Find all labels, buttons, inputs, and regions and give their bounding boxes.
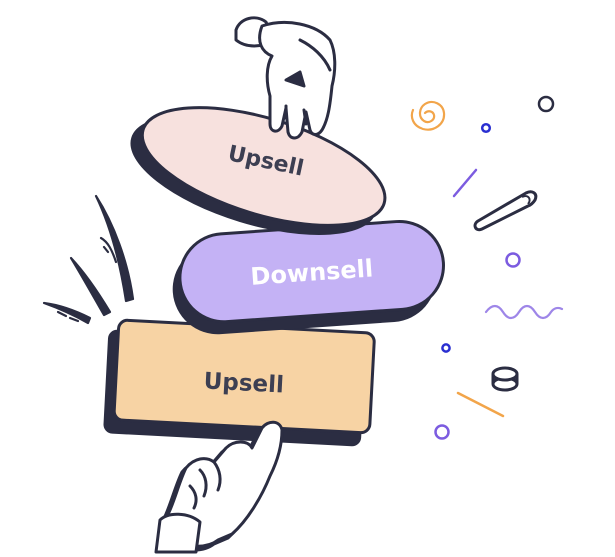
stick-icon	[452, 168, 478, 198]
stick-icon	[456, 391, 505, 418]
ring-icon	[441, 343, 451, 353]
coin-icon	[491, 366, 519, 392]
middle-block: Downsell	[172, 219, 445, 335]
capsule-icon	[473, 190, 538, 232]
pointing-hand-icon	[154, 420, 284, 554]
squiggle-icon	[484, 304, 564, 320]
ring-icon	[505, 252, 521, 268]
open-hand-icon	[234, 16, 337, 140]
ring-icon	[480, 122, 492, 134]
bottom-block: Upsell	[103, 318, 376, 447]
bottom-block-label: Upsell	[203, 368, 284, 398]
spiral-icon	[410, 100, 446, 131]
ring-icon	[537, 95, 555, 113]
motion-lines-icon	[42, 194, 135, 325]
ring-icon	[434, 424, 450, 440]
